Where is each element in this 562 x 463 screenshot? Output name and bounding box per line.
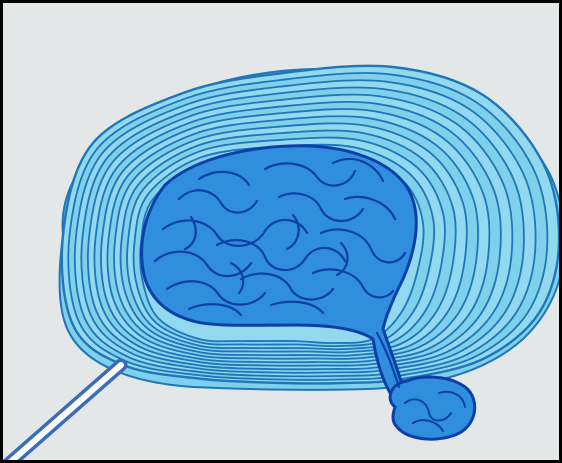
herniated-nucleus-blob bbox=[390, 377, 475, 439]
needle-icon bbox=[7, 365, 121, 463]
spinal-disc-illustration bbox=[3, 3, 562, 463]
